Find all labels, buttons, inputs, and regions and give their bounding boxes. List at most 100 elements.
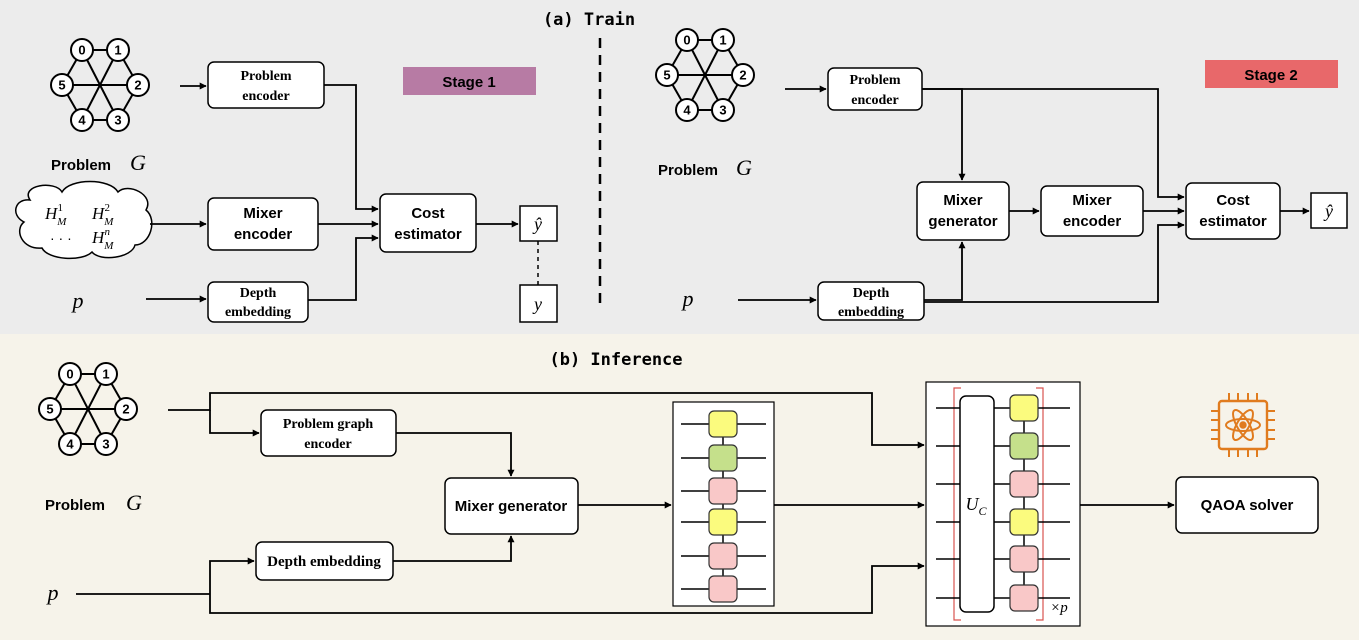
stage2-problem-label: Problem	[658, 162, 718, 179]
stage2-depth-embedding-l2: embedding	[838, 305, 904, 320]
graph-node	[94, 432, 118, 456]
stage2-mixer-generator	[916, 181, 1010, 241]
graph-node-label: 4	[66, 437, 74, 452]
stage2-arrows	[738, 85, 1310, 304]
inference-title: (b) Inference	[549, 350, 682, 370]
graph-node	[711, 28, 735, 52]
stage2-cost-estimator-l1: Cost	[1216, 192, 1249, 209]
svg-text:HM1: HM1	[44, 202, 67, 228]
mixer-gate	[1009, 432, 1039, 460]
qaoa-solver	[1175, 476, 1319, 534]
mixer-gate	[708, 477, 738, 505]
stage1-yhat: ŷ	[532, 214, 542, 234]
mixer-gate	[1009, 470, 1039, 498]
graph-node	[58, 362, 82, 386]
quantum-chip-icon	[1211, 393, 1275, 457]
stage2-depth-embedding	[817, 281, 925, 321]
graph-node-label: 1	[719, 33, 726, 48]
graph-node	[711, 98, 735, 122]
inference-problem-symbol: G	[126, 490, 142, 515]
graph-node	[50, 73, 74, 97]
stage2-mixer-encoder-l2: encoder	[1063, 213, 1122, 230]
graph-node	[38, 397, 62, 421]
mixer-hamiltonian-cloud: HM1 HM2 · · · HMn	[15, 180, 153, 260]
graph-node-label: 1	[102, 367, 109, 382]
graph-node-label: 2	[739, 68, 746, 83]
stage2-cost-estimator-l2: estimator	[1199, 213, 1267, 230]
stage1-y: y	[532, 294, 542, 314]
graph-node-label: 2	[134, 78, 141, 93]
stage2-yhat: ŷ	[1323, 201, 1333, 221]
graph-node	[114, 397, 138, 421]
graph-node-label: 0	[78, 43, 85, 58]
graph-node-label: 3	[114, 113, 121, 128]
repeat-times-p: ×p	[1050, 600, 1068, 616]
mixer-gate	[1009, 394, 1039, 422]
mixer-gate	[708, 508, 738, 536]
graph-node	[126, 73, 150, 97]
stage2-problem-encoder-l1: Problem	[849, 73, 900, 88]
stage1-problem-encoder-l1: Problem	[240, 69, 291, 84]
stage1-problem-graph: 0 1 2 3 4 5	[50, 38, 150, 132]
svg-text:UC: UC	[965, 494, 987, 518]
graph-node-label: 0	[66, 367, 73, 382]
stage2-p: p	[681, 286, 694, 311]
graph-node-label: 5	[46, 402, 53, 417]
stage2-depth-embedding-l1: Depth	[853, 286, 890, 301]
graph-node-label: 0	[683, 33, 690, 48]
mixer-gate	[708, 575, 738, 603]
mixer-gate	[708, 444, 738, 472]
stage2-mixer-generator-l1: Mixer	[943, 192, 982, 209]
graph-node	[94, 362, 118, 386]
stage1-mixer-encoder-l1: Mixer	[243, 205, 282, 222]
stage2-mixer-encoder-l1: Mixer	[1072, 192, 1111, 209]
stage1-p: p	[71, 288, 84, 313]
stage2-mixer-generator-l2: generator	[928, 213, 997, 230]
graph-node	[106, 38, 130, 62]
graph-node-label: 4	[78, 113, 86, 128]
stage1-problem-label: Problem	[51, 157, 111, 174]
stage2-problem-symbol: G	[736, 155, 752, 180]
graph-node-label: 3	[719, 103, 726, 118]
stage2-label: Stage 2	[1244, 67, 1297, 84]
inference-problem-label: Problem	[45, 497, 105, 514]
uc-block	[959, 395, 995, 613]
mixer-gate	[1009, 508, 1039, 536]
stage2-badge	[1205, 60, 1338, 88]
stage1-problem-symbol: G	[130, 150, 146, 175]
qaoa-layer-circuit: UC ×p	[925, 381, 1081, 627]
graph-node-label: 1	[114, 43, 121, 58]
inference-p: p	[46, 580, 59, 605]
inference-mixer-generator-label: Mixer generator	[455, 498, 568, 515]
inference-arrows	[76, 392, 1175, 614]
stage1-problem-encoder-l2: encoder	[242, 89, 289, 104]
uc-sub: C	[978, 504, 987, 518]
svg-text:HMn: HMn	[91, 226, 114, 252]
graph-node	[70, 108, 94, 132]
mixer-gate	[1009, 584, 1039, 612]
problem-graph-encoder-l1: Problem graph	[283, 417, 374, 432]
graph-node	[70, 38, 94, 62]
stage1-depth-embedding-l2: embedding	[225, 305, 291, 320]
stage2-problem-encoder-l2: encoder	[851, 93, 898, 108]
stage2-yhat-box	[1310, 192, 1348, 229]
stage1-cost-estimator-l1: Cost	[411, 205, 444, 222]
graph-node-label: 5	[58, 78, 65, 93]
mixer-circuit	[672, 401, 775, 607]
stage1-cost-estimator-l2: estimator	[394, 226, 462, 243]
uc-main: U	[965, 494, 979, 514]
stage1-arrows	[146, 82, 519, 303]
stage1-badge	[403, 67, 536, 95]
mixer-gate	[708, 410, 738, 438]
stage1-depth-embedding	[207, 281, 309, 323]
graph-node	[58, 432, 82, 456]
stage1-yhat-box	[519, 205, 558, 242]
stage1-cost-estimator	[379, 193, 477, 253]
inference-mixer-generator	[444, 477, 579, 535]
problem-graph-encoder-l2: encoder	[304, 437, 351, 452]
inference-depth-embedding-label: Depth embedding	[267, 554, 381, 570]
mixer-gate	[708, 542, 738, 570]
train-title: (a) Train	[543, 10, 635, 30]
